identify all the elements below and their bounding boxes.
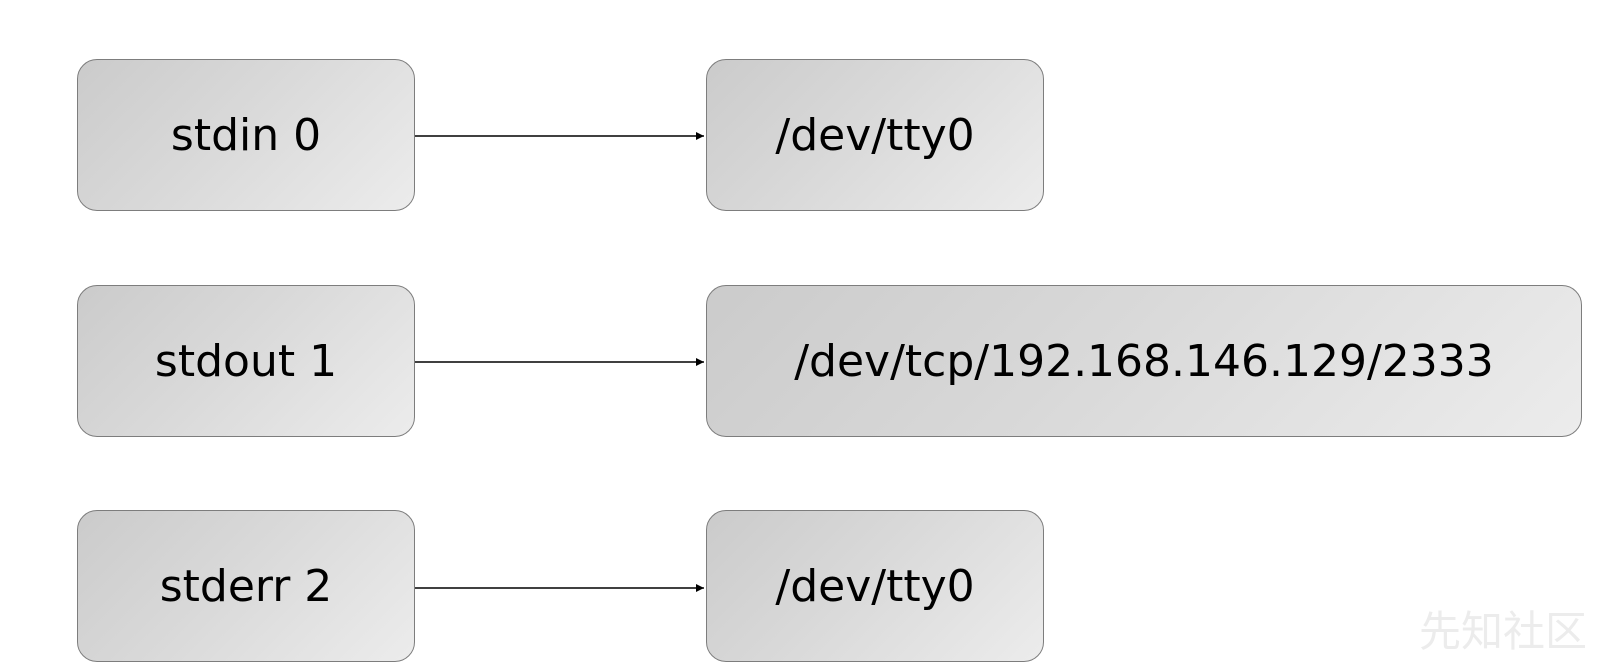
target-label: /dev/tty0 xyxy=(775,109,975,161)
stream-label: stdout 1 xyxy=(154,335,338,387)
target-label: /dev/tty0 xyxy=(775,560,975,612)
watermark: 先知社区 xyxy=(1418,607,1587,656)
stream-box-stderr: stderr 2 xyxy=(77,510,415,662)
stream-box-stdin: stdin 0 xyxy=(77,59,415,211)
target-box-tcp: /dev/tcp/192.168.146.129/2333 xyxy=(706,285,1582,437)
stream-box-stdout: stdout 1 xyxy=(77,285,415,437)
target-box-tty0: /dev/tty0 xyxy=(706,59,1044,211)
stream-label: stdin 0 xyxy=(170,109,322,161)
target-label: /dev/tcp/192.168.146.129/2333 xyxy=(794,335,1494,387)
connectors xyxy=(415,132,704,592)
target-box-tty0: /dev/tty0 xyxy=(706,510,1044,662)
stream-label: stderr 2 xyxy=(159,560,333,612)
